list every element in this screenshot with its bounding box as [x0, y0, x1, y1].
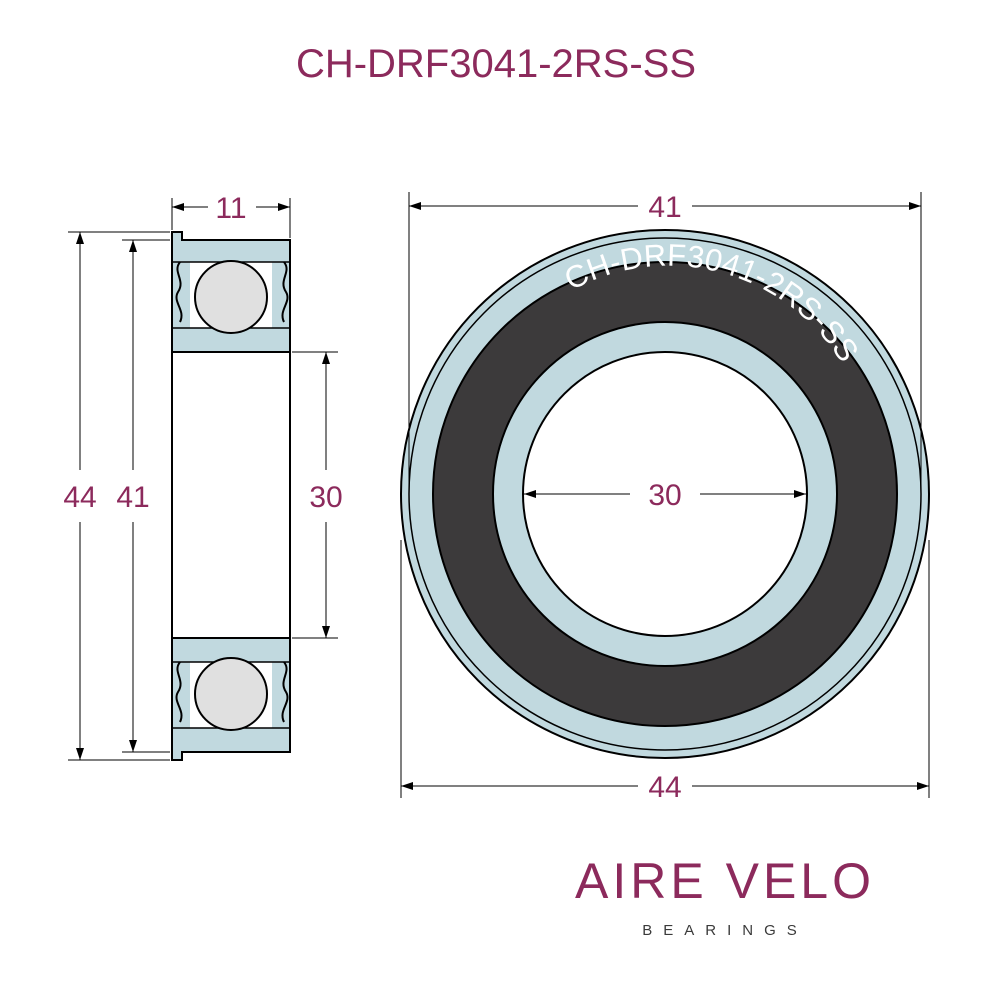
dim-front-flange: 44	[400, 540, 930, 804]
brand-logo-sub: BEARINGS	[642, 922, 808, 939]
section-bottom	[171, 637, 291, 761]
dim-flange-od: 44	[63, 231, 170, 761]
page-title: CH-DRF3041-2RS-SS	[295, 42, 697, 86]
section-top	[171, 231, 291, 353]
dim-front-inner-label: 30	[648, 479, 681, 512]
front-view: CH-DRF3041-2RS-SS 41 30 44	[400, 191, 930, 804]
dim-outer-d: 41	[116, 239, 170, 753]
dim-flange-od-label: 44	[63, 481, 96, 514]
dim-outer-d-label: 41	[116, 481, 149, 514]
outer-ring-edge	[408, 237, 922, 751]
dim-front-outer-label: 41	[648, 191, 681, 224]
dim-front-flange-label: 44	[648, 771, 681, 804]
side-view: 11 44 41 30	[63, 192, 343, 761]
ball-bottom	[194, 657, 268, 731]
seal-right-top	[281, 261, 289, 323]
bore	[522, 351, 808, 637]
dim-width: 11	[171, 192, 291, 238]
dim-width-label: 11	[215, 192, 246, 225]
brand-logo-name: AIRE VELO	[575, 853, 875, 909]
seal-left-bottom	[175, 661, 183, 723]
dim-front-outer: 41	[408, 191, 922, 490]
seal-left-top	[175, 261, 183, 323]
dim-inner-d-label: 30	[309, 481, 342, 514]
dim-inner-d: 30	[292, 351, 343, 639]
seal-right-bottom	[281, 661, 289, 723]
dim-front-inner: 30	[524, 479, 806, 512]
ball-top	[194, 260, 268, 334]
